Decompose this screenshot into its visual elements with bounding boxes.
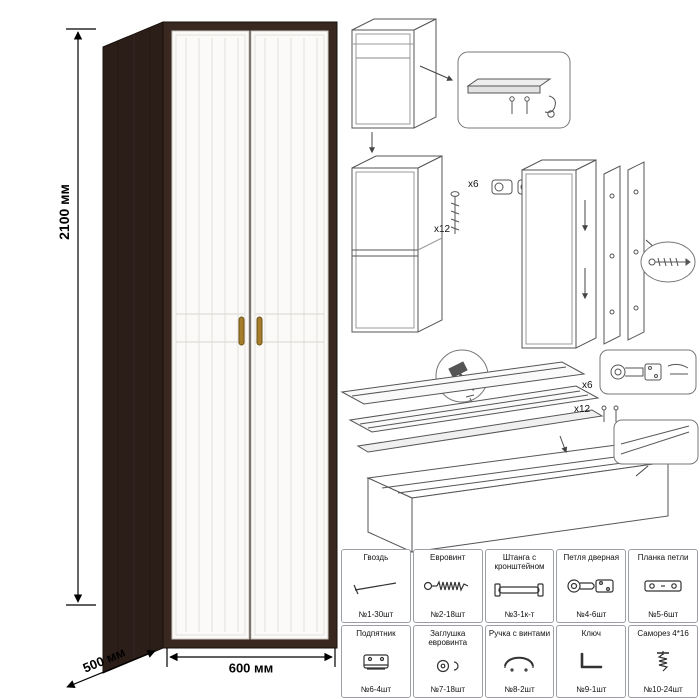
part-cell-hinge-plate: Планка петли №5-6шт — [628, 549, 698, 623]
assembly-step-shelf — [351, 155, 443, 333]
part-cell-nail: Гвоздь №1-30шт — [341, 549, 411, 623]
part-qty: №7-18шт — [430, 685, 466, 694]
assembly-step-carcass — [351, 18, 437, 129]
leader-strips-to-box — [635, 465, 649, 477]
foot-plate-icon — [363, 654, 389, 670]
part-name: Гвоздь — [363, 553, 389, 562]
nail-icon — [353, 582, 396, 595]
hinge-count-label-mid: x6 — [468, 179, 479, 190]
selftap-screw-icon — [657, 651, 670, 672]
part-name: Планка петли — [637, 553, 689, 562]
screw-count-label-mid: x12 — [434, 224, 451, 235]
wardrobe-illustration — [102, 21, 338, 674]
assembly-step-doors — [521, 159, 645, 349]
hinge-plate-icon — [644, 580, 682, 592]
leader-panels-to-box — [559, 435, 568, 454]
part-qty: №4-6шт — [576, 609, 607, 619]
part-qty: №3-1к-т — [504, 609, 535, 619]
left-door-inner-frame — [175, 34, 246, 636]
part-name: Петля дверная — [563, 553, 620, 562]
part-cell-screw-cap: Заглушка евровинта №7-18шт — [412, 624, 483, 698]
part-cell-foot-plate: Подпятник №6-4шт — [341, 624, 411, 698]
height-dimension-label: 2100 мм — [56, 184, 72, 240]
part-cell-handle: Ручка с винтами №8-2шт — [484, 624, 555, 698]
hinge-count-label-low: x6 — [582, 380, 593, 391]
screw-icons-low — [601, 405, 619, 422]
assembly-diagram — [340, 18, 699, 553]
left-door-handle — [238, 316, 245, 346]
part-cell-hex-key: Ключ №9-1шт — [556, 624, 627, 698]
wardrobe-right-door — [250, 30, 329, 640]
screw-count-label-low: x12 — [574, 404, 591, 415]
door-handles — [238, 316, 263, 346]
depth-dimension-arrow — [66, 649, 156, 689]
door-panel-1 — [603, 165, 621, 345]
door-panel-2 — [627, 161, 645, 341]
width-dimension-label: 600 мм — [228, 660, 274, 676]
part-qty: №6-4шт — [360, 685, 392, 694]
right-door-handle — [256, 316, 263, 346]
part-name: Ручка с винтами — [488, 628, 551, 638]
hex-key-icon — [580, 653, 603, 669]
part-name: Заглушка евровинта — [428, 628, 468, 647]
part-name: Саморез 4*16 — [637, 628, 689, 638]
rail-bracket-icon — [494, 583, 545, 598]
wardrobe-side-panel — [102, 21, 164, 674]
wardrobe-left-door — [171, 30, 250, 640]
part-qty: №5-6шт — [647, 609, 679, 619]
door-plank-grooves — [185, 38, 318, 632]
part-qty: №2-18шт — [430, 609, 466, 619]
part-cell-selftap-screw: Саморез 4*16 №10-24шт — [628, 624, 698, 698]
part-qty: №8-2шт — [504, 685, 535, 694]
dimension-lines — [66, 28, 336, 689]
confirmat-screw-icon-large — [450, 191, 460, 234]
callout-strips — [613, 419, 699, 465]
callout-confirmat — [640, 241, 696, 283]
part-qty: №1-30шт — [358, 609, 394, 619]
hammer-icon — [448, 361, 468, 378]
parts-table: Гвоздь №1-30шт Евровинт №2-18шт Штанга с… — [341, 549, 698, 698]
handle-icon — [504, 657, 535, 672]
part-name: Евровинт — [430, 553, 466, 562]
door-hinge-icon — [567, 579, 614, 593]
hanger-hook-icon — [544, 95, 556, 113]
part-qty: №10-24шт — [643, 685, 683, 694]
part-name: Штанга с кронштейном — [494, 553, 545, 572]
leader-to-rail-callout — [419, 65, 454, 81]
part-name: Ключ — [581, 628, 601, 638]
part-cell-euroscrew: Евровинт №2-18шт — [412, 549, 483, 623]
part-cell-hinge: Петля дверная №4-6шт — [556, 549, 627, 623]
back-panels — [340, 361, 604, 453]
part-cell-rail: Штанга с кронштейном №3-1к-т — [484, 549, 555, 623]
door-mid-rails — [176, 313, 324, 343]
right-door-inner-frame — [254, 34, 325, 636]
side-wood-grain — [117, 27, 151, 667]
part-name: Подпятник — [356, 628, 396, 638]
screw-cap-icon — [436, 659, 459, 673]
callout-hinges — [599, 349, 697, 395]
callout-rail-detail — [457, 51, 571, 129]
euroscrew-icon — [423, 580, 468, 592]
part-qty: №9-1шт — [576, 685, 607, 694]
